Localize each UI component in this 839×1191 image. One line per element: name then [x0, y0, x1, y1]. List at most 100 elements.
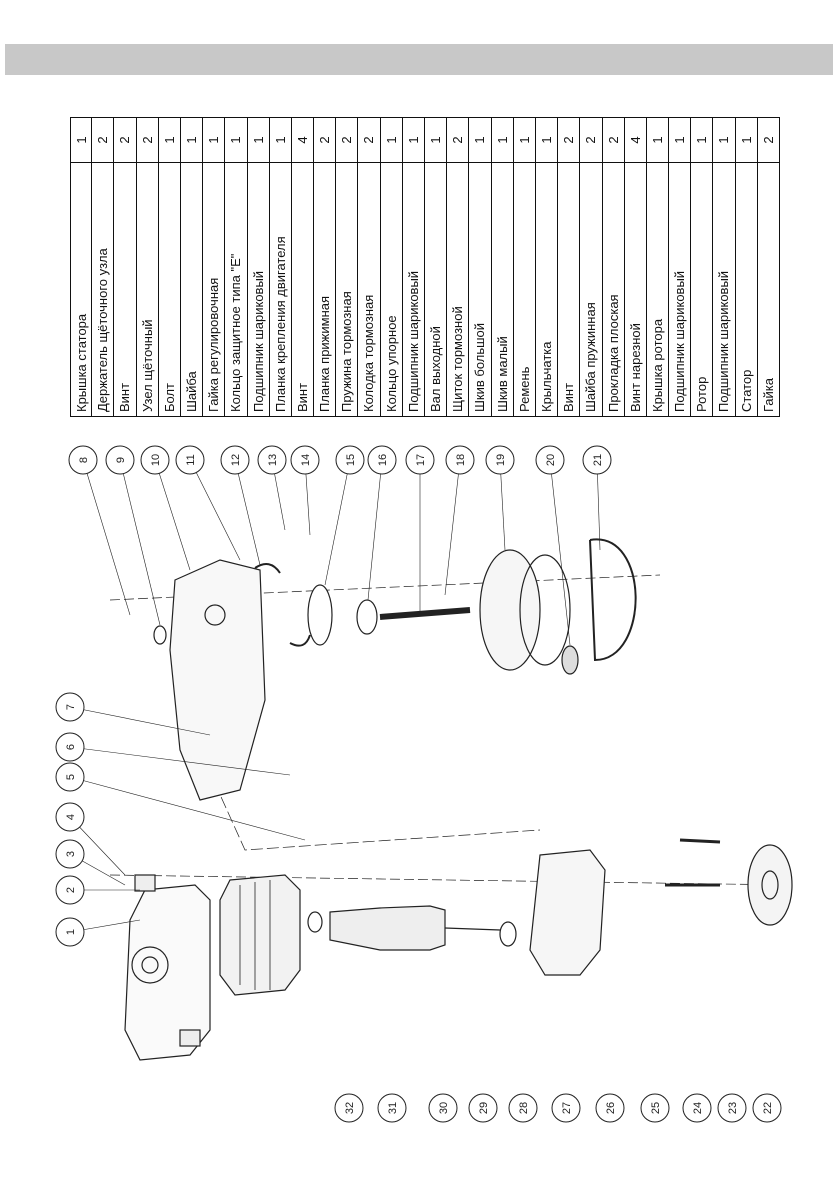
part-qty: 1	[538, 136, 554, 144]
part-name: Крышка ротора	[646, 162, 669, 416]
part-name: Планка крепления двигателя	[269, 162, 291, 416]
callout-number: 6	[65, 744, 77, 750]
motor-plate-shape	[169, 559, 266, 801]
part-name: Держатель щёточного узла	[92, 162, 114, 416]
part-qty: 2	[361, 136, 377, 144]
callout-circle	[105, 445, 135, 475]
callout-circle	[257, 445, 287, 475]
callout-circle	[55, 802, 85, 832]
callout-number: 29	[478, 1102, 490, 1114]
part-name: Пружина тормозная	[336, 162, 358, 416]
part-name: Шкив большой	[469, 162, 491, 416]
parts-row: Шкив большой 1	[469, 117, 492, 417]
stator-shape	[219, 874, 301, 996]
part-name: Щиток тормозной	[447, 162, 469, 416]
parts-row: Винт нарезной 4	[624, 117, 647, 417]
callout-number: 22	[762, 1102, 774, 1114]
callout-number: 5	[65, 774, 77, 780]
part-name: Гайка	[757, 162, 779, 416]
callout-number: 14	[300, 454, 312, 466]
part-qty: 4	[627, 136, 643, 144]
part-name: Планка прижимная	[314, 162, 336, 416]
callout-number: 18	[455, 454, 467, 466]
callout-circle	[367, 445, 397, 475]
callout-number: 12	[230, 454, 242, 466]
callout-circle	[334, 1093, 364, 1123]
part-qty: 2	[117, 136, 133, 144]
callout-number: 28	[518, 1102, 530, 1114]
callout-circle	[582, 445, 612, 475]
parts-row: Держатель щёточного узла 2	[92, 117, 115, 417]
part-qty: 2	[317, 136, 333, 144]
part-qty: 2	[760, 136, 776, 144]
callout-lines	[69, 459, 601, 933]
part-qty: 1	[183, 136, 199, 144]
callout-circle	[508, 1093, 538, 1123]
callout-circle	[640, 1093, 670, 1123]
callout-number: 27	[561, 1102, 573, 1114]
parts-row: Колодка тормозная 2	[358, 117, 381, 417]
part-name: Крышка статора	[71, 162, 92, 416]
callout-number: 17	[415, 454, 427, 466]
callout-circle	[595, 1093, 625, 1123]
part-name: Шкив малый	[491, 162, 513, 416]
part-qty: 2	[139, 136, 155, 144]
part-name: Кольцо упорное	[380, 162, 402, 416]
part-name: Подшипник шариковый	[247, 162, 269, 416]
part-name: Ротор	[691, 162, 713, 416]
part-name: Прокладка плоская	[602, 162, 624, 416]
callout-circle	[55, 762, 85, 792]
callout-number: 31	[387, 1102, 399, 1114]
part-qty: 1	[472, 136, 488, 144]
callout-number: 10	[150, 454, 162, 466]
part-qty: 2	[95, 136, 111, 144]
callout-number: 20	[545, 454, 557, 466]
part-qty: 1	[161, 136, 177, 144]
callout-circle	[175, 445, 205, 475]
part-name: Болт	[158, 162, 180, 416]
part-qty: 2	[339, 136, 355, 144]
part-name: Шайба пружинная	[580, 162, 602, 416]
parts-row: Пружина тормозная 2	[336, 117, 359, 417]
callout-number: 4	[65, 814, 77, 820]
callout-circle	[717, 1093, 747, 1123]
part-qty: 2	[561, 136, 577, 144]
callout-number: 32	[344, 1102, 356, 1114]
part-name: Подшипник шариковый	[713, 162, 735, 416]
part-name: Узел щёточный	[136, 162, 158, 416]
part-qty: 1	[405, 136, 421, 144]
part-qty: 2	[583, 136, 599, 144]
part-qty: 1	[206, 136, 222, 144]
callout-number: 16	[377, 454, 389, 466]
part-name: Вал выходной	[425, 162, 447, 416]
part-name: Винт нарезной	[624, 162, 646, 416]
callout-circle	[55, 692, 85, 722]
part-qty: 1	[74, 136, 89, 144]
part-qty: 1	[494, 136, 510, 144]
part-name: Статор	[735, 162, 757, 416]
callout-number: 1	[65, 929, 77, 935]
part-qty: 1	[716, 136, 732, 144]
part-qty: 1	[228, 136, 244, 144]
part-name: Ремень	[513, 162, 535, 416]
callout-circle	[290, 445, 320, 475]
parts-row: Узел щёточный 2	[136, 117, 159, 417]
part-name: Колодка тормозная	[358, 162, 380, 416]
section-header-bar	[5, 44, 833, 75]
callout-circle	[377, 1093, 407, 1123]
callout-circle	[405, 445, 435, 475]
callout-circle	[428, 1093, 458, 1123]
